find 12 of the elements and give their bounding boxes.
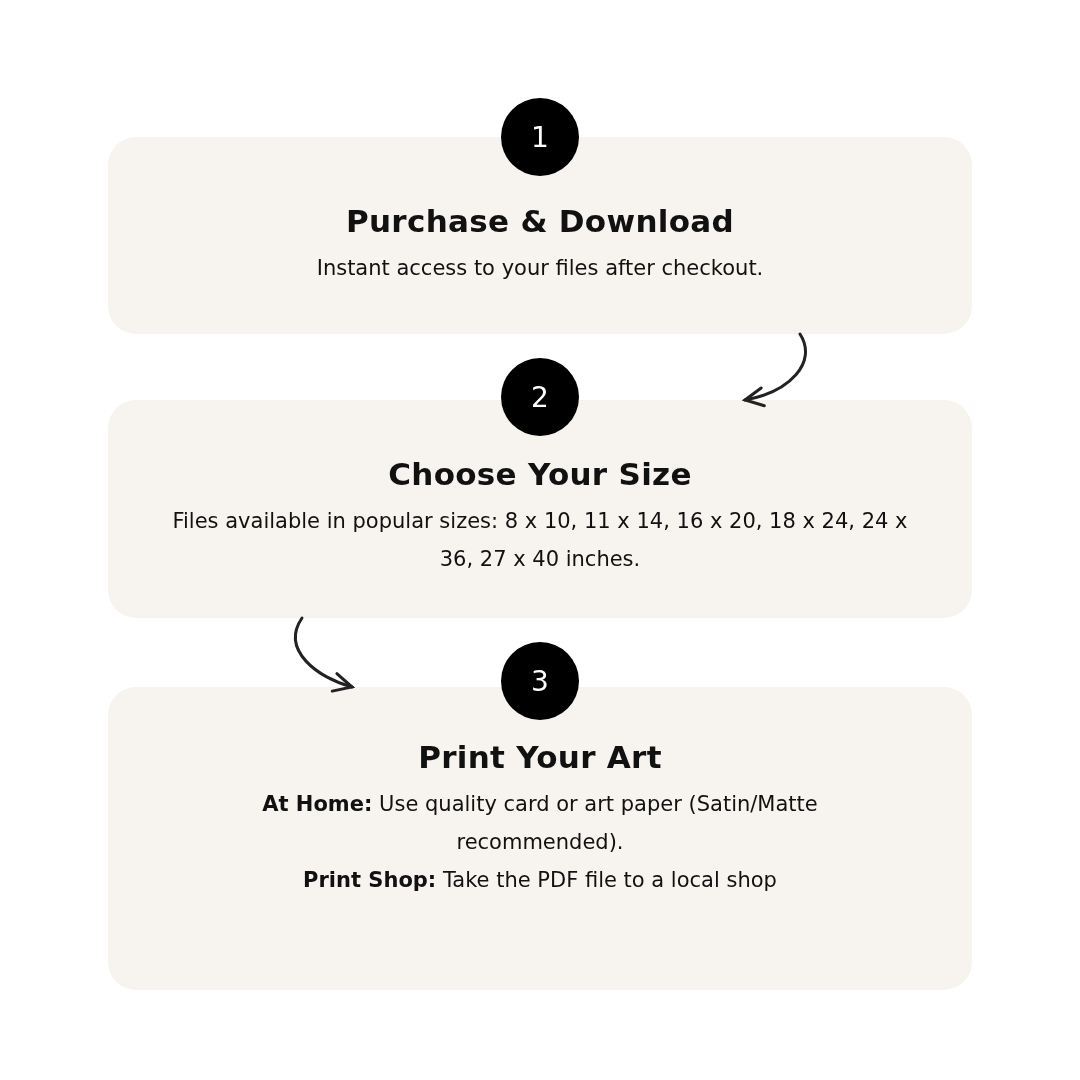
step-title: Choose Your Size xyxy=(388,456,692,492)
step-number-badge: 1 xyxy=(501,98,579,176)
curved-arrow xyxy=(743,332,807,407)
step-description: Files available in popular sizes: 8 x 10, 11 x 14, 16 x 20, 18 x 24, 24 x 36, 27 x 40 inches. xyxy=(171,508,909,573)
curved-arrow xyxy=(294,616,354,692)
step-title: Purchase & Download xyxy=(346,203,734,239)
step-description: At Home: Use quality card or art paper (Satin/Matte recommended). xyxy=(261,791,819,856)
step-number-badge: 2 xyxy=(501,358,579,436)
step-description: Instant access to your files after checkout. xyxy=(316,255,764,282)
step-number-badge: 3 xyxy=(501,642,579,720)
step-description: Print Shop: Take the PDF file to a local shop xyxy=(303,867,777,894)
step-title: Print Your Art xyxy=(418,739,662,775)
